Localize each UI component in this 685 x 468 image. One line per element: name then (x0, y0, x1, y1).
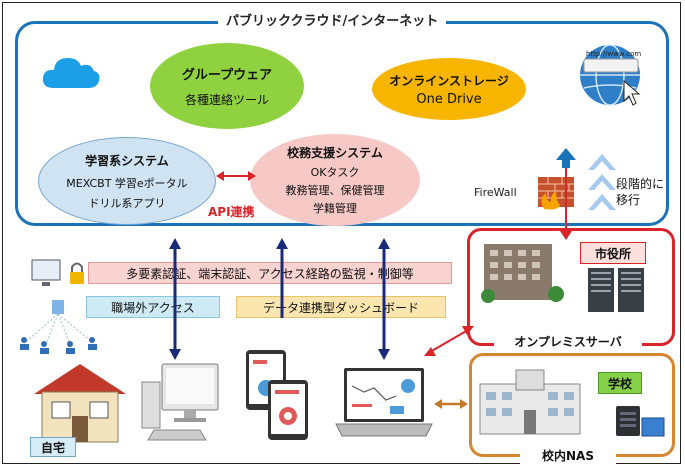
school-admin-line1: OKタスク (310, 166, 360, 179)
on-premise-title: オンプレミスサーバ (494, 331, 642, 351)
migration-line2: 移行 (616, 193, 641, 207)
city-hall-building-icon (481, 244, 564, 303)
home-label: 自宅 (30, 437, 76, 457)
migration-line1: 段階的に (616, 177, 665, 191)
security-banner: 多要素認証、端末認証、アクセス経路の監視・制御等 (88, 262, 452, 284)
network-users-icon (20, 300, 97, 354)
learning-system-node: 学習系システム MEXCBT 学習eポータル ドリル系アプリ (38, 137, 216, 225)
secure-device-icon (31, 259, 84, 286)
server-rack-icon (588, 268, 644, 312)
desktop-pc-icon (141, 363, 219, 441)
school-nas-title: 校内NAS (520, 446, 616, 464)
school-admin-system-node: 校務支援システム OKタスク 教務管理、保健管理 学籍管理 (250, 134, 420, 226)
globe-icon (580, 44, 641, 106)
dashboard-box: データ連携型ダッシュボード (236, 296, 446, 318)
migration-label: 段階的に 移行 (616, 176, 664, 208)
online-storage-node: オンラインストレージ One Drive (372, 58, 526, 120)
school-admin-line3: 学籍管理 (313, 202, 357, 215)
school-label: 学校 (598, 372, 642, 394)
migration-chevrons-icon (588, 154, 616, 210)
school-admin-title: 校務支援システム (287, 146, 383, 160)
groupware-subtitle: 各種連絡ツール (184, 93, 269, 107)
diagram-frame (2, 2, 681, 464)
online-storage-title: オンラインストレージ (389, 73, 509, 88)
api-link-arrow (216, 171, 256, 181)
laptop-dashboard-icon (335, 368, 433, 437)
learning-system-line2: ドリル系アプリ (88, 196, 166, 210)
tablets-icon (246, 350, 308, 440)
city-hall-label: 市役所 (580, 242, 646, 264)
learning-system-line1: MEXCBT 学習eポータル (66, 176, 188, 190)
school-admin-line2: 教務管理、保健管理 (285, 184, 385, 197)
groupware-node: グループウェア 各種連絡ツール (150, 43, 304, 129)
upload-arrow (556, 148, 576, 168)
learning-system-title: 学習系システム (85, 153, 169, 168)
nas-device-icon (616, 406, 665, 437)
cloud-title: パブリッククラウド/インターネット (218, 10, 447, 29)
url-label: http://www.com (586, 50, 642, 58)
school-building-icon (479, 369, 581, 435)
firewall-icon (538, 177, 574, 210)
online-storage-subtitle: One Drive (416, 91, 482, 107)
api-link-label: API連携 (208, 205, 255, 219)
groupware-title: グループウェア (181, 68, 273, 83)
cloud-icon (42, 58, 100, 88)
firewall-label: FireWall (474, 186, 517, 199)
house-icon (34, 364, 126, 443)
